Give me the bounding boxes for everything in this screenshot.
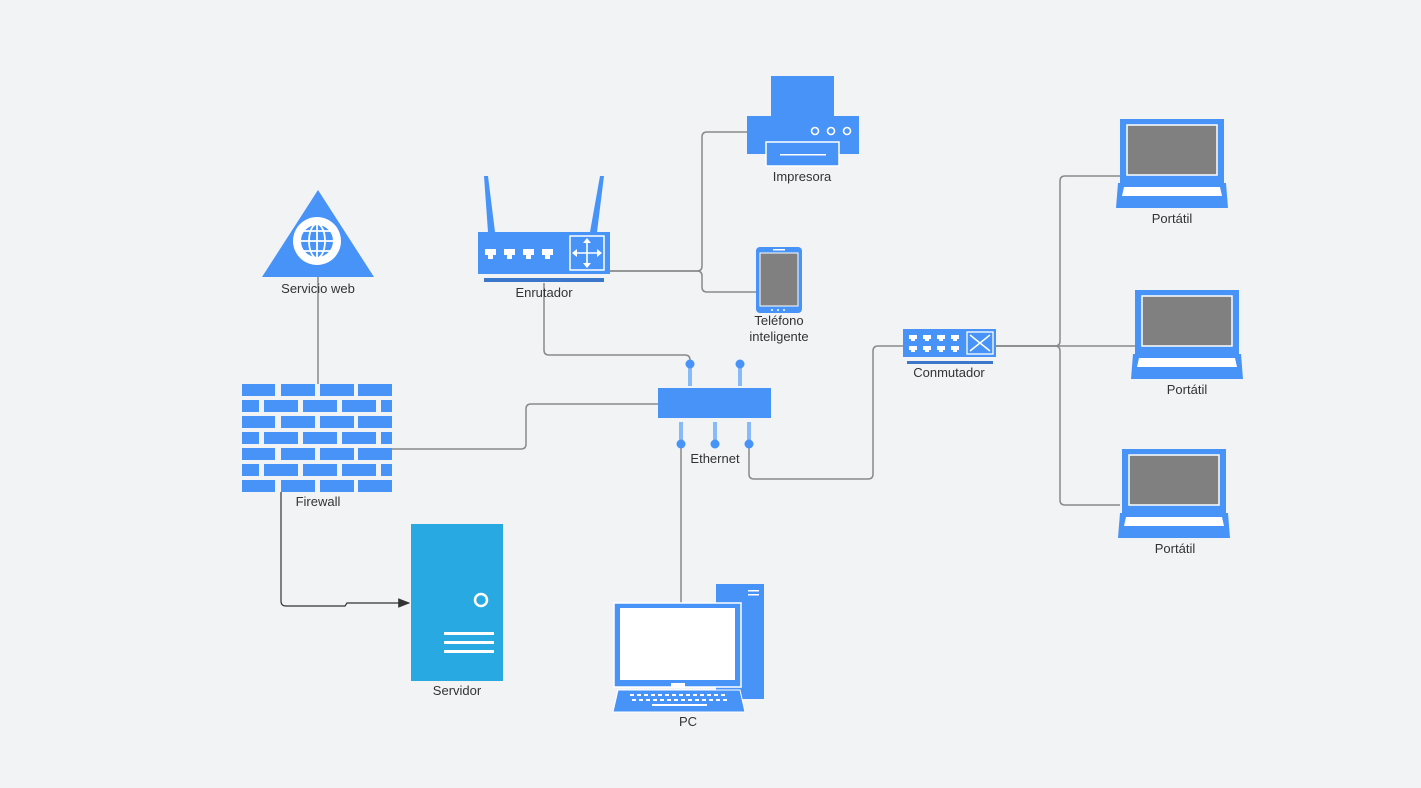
smartphone-icon[interactable] [756, 247, 802, 313]
ethernet-hub-icon[interactable] [658, 359, 771, 449]
portatil-2-label: Portátil [1166, 382, 1208, 397]
router-icon[interactable] [478, 176, 610, 282]
impresora-label: Impresora [772, 169, 832, 184]
servidor-label: Servidor [432, 683, 482, 698]
firewall-icon[interactable] [242, 384, 392, 492]
web-service-icon[interactable] [262, 190, 374, 277]
portatil-1-label: Portátil [1151, 211, 1193, 226]
edge-ethernet-conmutador[interactable] [748, 345, 903, 480]
edge-conmutador-portatil-1[interactable] [996, 175, 1120, 347]
server-icon[interactable] [411, 524, 503, 681]
laptop-icon-1[interactable] [1116, 119, 1228, 208]
edge-conmutador-portatil-3[interactable] [996, 345, 1120, 506]
laptop-icon-2[interactable] [1131, 290, 1243, 379]
edge-enrutador-telefono[interactable] [610, 270, 756, 293]
servicio-web-label: Servicio web [281, 281, 355, 296]
edge-firewall-servidor[interactable] [280, 492, 411, 608]
firewall-label: Firewall [295, 494, 341, 509]
edge-firewall-ethernet[interactable] [392, 403, 658, 450]
ethernet-label: Ethernet [690, 451, 740, 466]
laptop-icon-3[interactable] [1118, 449, 1230, 538]
desktop-pc-icon[interactable] [612, 584, 764, 713]
conmutador-label: Conmutador [913, 365, 985, 380]
connectors [317, 131, 1135, 608]
printer-icon[interactable] [747, 76, 859, 167]
portatil-3-label: Portátil [1154, 541, 1196, 556]
enrutador-label: Enrutador [515, 285, 573, 300]
edge-enrutador-ethernet[interactable] [543, 283, 691, 364]
switch-icon[interactable] [903, 329, 996, 364]
edge-enrutador-impresora[interactable] [610, 131, 747, 272]
pc-label: PC [678, 714, 698, 729]
telefono-label: Teléfono inteligente [749, 313, 809, 344]
